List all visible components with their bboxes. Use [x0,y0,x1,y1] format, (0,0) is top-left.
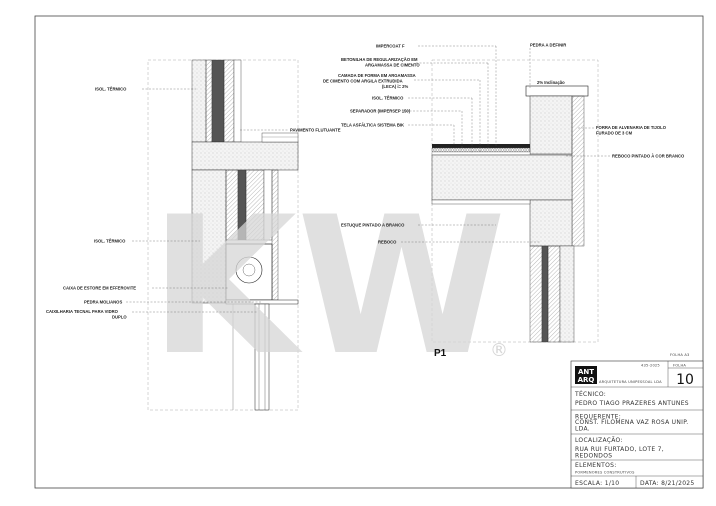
label-camada-line2: DE CIMENTO COM ARGILA EXTRUDIDA [323,79,403,84]
localizacao-label: LOCALIZAÇÃO: [575,437,623,444]
label-caixa-estore: CAIXA DE ESTORE EM EFFEROVITE [63,286,136,291]
label-betonilha-line1: BETONILHA DE REGULARIZAÇÃO EM [341,57,418,62]
label-pedra-definir: PEDRA A DEFINIR [530,43,566,48]
label-tela-asfaltica: TELA ASFÁLTICA SISTEMA BIK [341,123,404,128]
logo-subtitle: ARQUITETURA UNIPESSOAL LDA [599,380,662,384]
label-forra-line2: FURADO DE 3 CM [596,131,633,136]
sheet-number-label: FOLHA [673,364,686,368]
company-logo [575,366,597,384]
label-isol-termico-top: ISOL. TÉRMICO [95,87,127,92]
requerente-line2: LDA. [575,426,590,433]
label-caixilharia-line1: CAIXILHARIA TECNAL PARA VIDRO [46,309,119,314]
label-caixilharia-line2: DUPLO [112,315,127,320]
left-detail [147,59,299,411]
label-isol-termico-roof: ISOL. TÉRMICO [372,96,404,101]
tecnico-label: TÉCNICO: [574,390,606,398]
label-reboco: REBOCO [378,240,397,245]
right-detail [431,59,599,343]
data-value: DATA: 8/21/2025 [640,480,695,487]
detail-ref-p1: P1 [434,348,447,359]
localizacao-line2: REDONDOS [575,453,612,460]
label-camada-line1: CAMADA DE FORMA EM ARGAMASSA [338,73,416,78]
localizacao-line1: RUA RUI FURTADO, LOTE 7, [575,446,664,453]
elementos-label: ELEMENTOS: [575,462,617,469]
label-inclinacao: 2% Inclinação [537,80,565,85]
label-estuque: ESTUQUE PINTADO A BRANCO [341,223,405,228]
escala-value: ESCALA: 1/10 [575,480,619,487]
sheet-number: 10 [676,372,694,388]
tecnico-value: PEDRO TIAGO PRAZERES ANTUNES [575,400,689,407]
requerente-line1: CONST. FILOMENA VAZ ROSA UNIP. [575,419,688,426]
label-pavimento-flutuante: PAVIMENTO FLUTUANTE [290,128,341,133]
window-frame [254,303,270,411]
watermark-logo: KW [150,176,507,397]
label-isol-termico-mid: ISOL. TÉRMICO [94,239,126,244]
sheet-size-label: FOLHA A3 [670,353,690,357]
coping-stone [525,85,589,97]
label-separador: SEPARADOR (IMPERSEP 150) [350,109,411,114]
right-labels [401,45,610,243]
label-forra-line1: FORRA DE ALVENARIA DE TIJOLO [596,125,667,130]
left-labels [126,88,288,313]
watermark-registered: ® [490,340,508,361]
sheet-border [34,15,704,489]
logo-text-line1: ANT [578,368,594,376]
requerente-label: REQUERENTE: [575,414,621,421]
project-code: 435-2025 [641,364,660,368]
label-betonilha-line2: ARGAMASSA DE CIMENTO [365,63,420,68]
logo-text-line2: ARQ [578,376,595,384]
label-camada-line3: (LECA) i= 2% [382,84,408,89]
label-reboco-pintado: REBOCO PINTADO À COR BRANCO [612,154,685,159]
label-impercoat: IMPERCOAT F [376,44,405,49]
elementos-value: PORMENORES CONSTRUTIVOS [575,471,635,475]
label-pedra-molianos: PEDRA MOLIANOS [84,300,122,305]
